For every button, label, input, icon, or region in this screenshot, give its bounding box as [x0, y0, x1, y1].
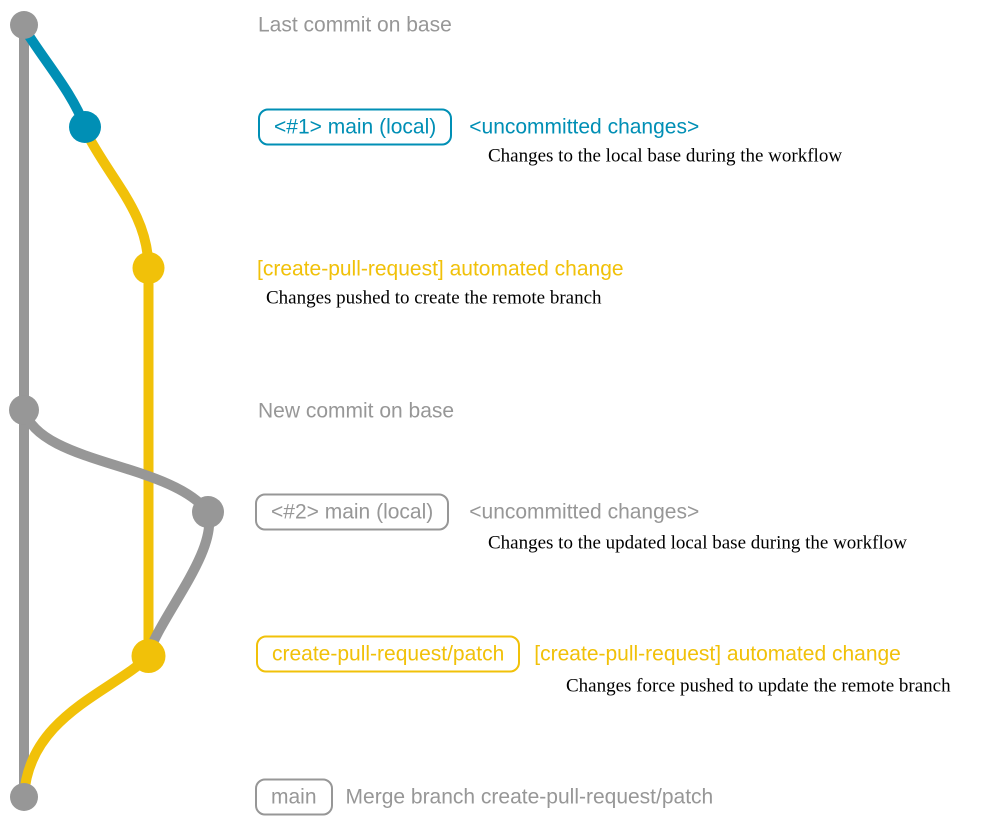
commit-dot-last-base [10, 11, 38, 39]
commit-message-merge: Merge branch create-pull-request/patch [345, 785, 714, 809]
commit-dot-main-local-2 [192, 496, 224, 528]
local-branch-curve [19, 23, 90, 132]
annotation-pushed-create: Changes pushed to create the remote bran… [266, 287, 602, 309]
commit-message-uncommitted-2: <uncommitted changes> [469, 500, 700, 524]
commit-message-last-base: Last commit on base [258, 13, 452, 37]
annotation-local-base: Changes to the local base during the wor… [488, 145, 843, 167]
commit-message-automated-2: [create-pull-request] automated change [534, 642, 901, 666]
branch-label-main-local-1: <#1> main (local) [258, 108, 453, 146]
commit-dot-automated-change-1 [132, 252, 165, 284]
branch-label-pr-patch: create-pull-request/patch [256, 635, 521, 673]
pr-branch-curve-top [80, 125, 154, 273]
commit-dot-main-local-1 [69, 111, 101, 143]
row-main-local-1: <#1> main (local) <uncommitted changes> [258, 108, 700, 146]
pr-merge-curve [19, 651, 154, 802]
annotation-force-pushed: Changes force pushed to update the remot… [566, 675, 951, 697]
updated-local-to-pr-curve [144, 507, 215, 657]
commit-message-uncommitted-1: <uncommitted changes> [469, 115, 700, 139]
commit-dot-merge [10, 783, 38, 811]
commit-message-new-base: New commit on base [258, 399, 455, 423]
commit-message-automated-1: [create-pull-request] automated change [257, 257, 624, 281]
commit-dot-automated-change-2 [131, 639, 166, 673]
row-merge: main Merge branch create-pull-request/pa… [255, 778, 714, 816]
row-new-commit-on-base: New commit on base [258, 401, 454, 422]
row-last-commit-on-base: Last commit on base [258, 15, 452, 36]
row-main-local-2: <#2> main (local) <uncommitted changes> [255, 493, 700, 531]
row-automated-change-1: [create-pull-request] automated change [257, 259, 624, 280]
updated-local-curve [19, 405, 213, 517]
branch-label-main-local-2: <#2> main (local) [255, 493, 450, 531]
annotation-updated-local-base: Changes to the updated local base during… [488, 532, 907, 554]
branch-label-main: main [255, 778, 333, 816]
row-pr-patch: create-pull-request/patch [create-pull-r… [256, 635, 901, 673]
commit-dot-new-base [9, 395, 39, 425]
